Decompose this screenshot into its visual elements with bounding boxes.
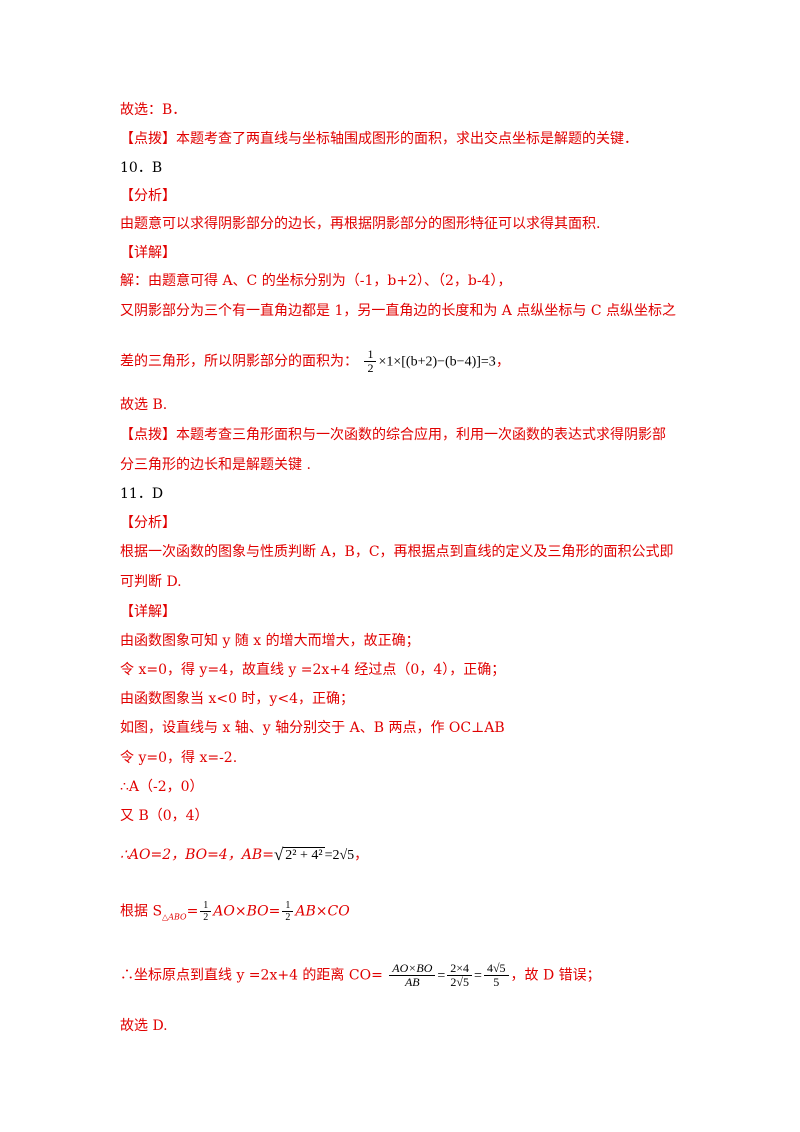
analysis-text-11b: 可判断 D. (120, 574, 182, 590)
answer-line-9: 故选：B． (120, 102, 187, 118)
equals-sign-1: = (437, 968, 446, 984)
half-numerator-3: 1 (282, 900, 294, 912)
detail-11-line-2: 令 x=0，得 y=4，故直线 y =2x+4 经过点（0，4），正确； (120, 662, 506, 678)
distance-fraction-3-den: 5 (493, 975, 500, 989)
detail-line-3: 差的三角形，所以阴影部分的面积为： 1 2 ×1×[(b+2)−(b−4)]=3… (120, 348, 510, 375)
analysis-heading-11: 【分析】 (120, 515, 176, 531)
area-relation-end: AB×CO (295, 903, 350, 920)
tip-line-10a: 【点拨】本题考查三角形面积与一次函数的综合应用，利用一次函数的表达式求得阴影部 (120, 427, 666, 443)
detail-11-line-1: 由函数图象可知 y 随 x 的增大而增大，故正确； (120, 633, 420, 649)
distance-fraction-2-den: 2√5 (450, 975, 469, 989)
distance-fraction-1-den: AB (404, 975, 420, 989)
detail-line-3-end: ， (495, 353, 510, 370)
detail-line-1: 解：由题意可得 A、C 的坐标分别为（-1，b+2）、（2，b-4）， (120, 273, 512, 289)
detail-heading-10: 【详解】 (120, 245, 176, 261)
distance-fraction-3-num: 4√5 (483, 962, 509, 976)
half-numerator: 1 (364, 348, 377, 362)
area-relation-subscript: △ABO (162, 912, 187, 922)
ab-length-result: =2√5 (324, 848, 355, 863)
distance-fraction-2-num: 2×4 (447, 962, 473, 976)
distance-fraction-1-num: AO×BO (389, 962, 436, 976)
detail-11-line-5: 令 y=0，得 x=-2. (120, 750, 238, 766)
distance-conclusion: ，故 D 错误； (510, 967, 601, 984)
tip-line-10b: 分三角形的边长和是解题关键 . (120, 457, 311, 473)
equals-sign-2: = (474, 968, 482, 984)
answer-line-11: 故选 D. (120, 1018, 168, 1034)
analysis-heading-10: 【分析】 (120, 188, 176, 204)
ab-length-text: ∴AO=2，BO=4，AB= (120, 847, 274, 863)
detail-11-line-6: ∴A（-2，0） (120, 779, 204, 795)
tip-line-9: 【点拨】本题考查了两直线与坐标轴围成图形的面积，求出交点坐标是解题的关键． (120, 131, 638, 147)
distance-fraction-1: AO×BO AB (389, 962, 436, 989)
half-denominator: 2 (367, 361, 374, 375)
distance-text: ∴坐标原点到直线 y =2x+4 的距离 CO= (120, 967, 383, 984)
half-fraction: 1 2 (364, 348, 377, 375)
question-10-answer: 10．B (120, 160, 163, 176)
distance-fraction-3: 4√5 5 (483, 962, 509, 989)
sqrt-radicand: 2² + 4² (283, 847, 325, 863)
area-relation-mid: AO×BO= (213, 903, 281, 920)
ab-length-end: ， (354, 847, 369, 863)
detail-11-line-4: 如图，设直线与 x 轴、y 轴分别交于 A、B 两点，作 OC⊥AB (120, 720, 505, 736)
detail-11-line-7: 又 B（0，4） (120, 808, 209, 824)
radical-sign-icon: √ (273, 845, 284, 864)
detail-line-3-text: 差的三角形，所以阴影部分的面积为： (120, 353, 358, 370)
detail-line-2: 又阴影部分为三个有一直角边都是 1，另一直角边的长度和为 A 点纵坐标与 C 点… (120, 303, 676, 319)
half-numerator-2: 1 (200, 900, 212, 912)
answer-line-10: 故选 B. (120, 397, 168, 413)
distance-fraction-2: 2×4 2√5 (447, 962, 473, 989)
area-relation-prefix: 根据 S (120, 903, 163, 920)
sqrt-expression: √2² + 4² (274, 844, 325, 866)
half-denominator-2: 2 (203, 912, 209, 923)
detail-11-line-8: ∴AO=2，BO=4，AB=√2² + 4²=2√5， (120, 844, 368, 866)
detail-11-line-10: ∴坐标原点到直线 y =2x+4 的距离 CO= AO×BO AB = 2×4 … (120, 962, 601, 989)
detail-11-line-3: 由函数图象当 x<0 时，y<4，正确； (120, 691, 354, 707)
area-relation-eq: = (186, 903, 199, 920)
analysis-text-11a: 根据一次函数的图象与性质判断 A，B，C，再根据点到直线的定义及三角形的面积公式… (120, 544, 674, 560)
question-11-answer: 11．D (120, 486, 164, 502)
detail-heading-11: 【详解】 (120, 604, 176, 620)
area-formula: ×1×[(b+2)−(b−4)]=3 (378, 354, 496, 370)
analysis-text-10: 由题意可以求得阴影部分的边长，再根据阴影部分的图形特征可以求得其面积. (120, 216, 601, 232)
half-denominator-3: 2 (285, 912, 291, 923)
